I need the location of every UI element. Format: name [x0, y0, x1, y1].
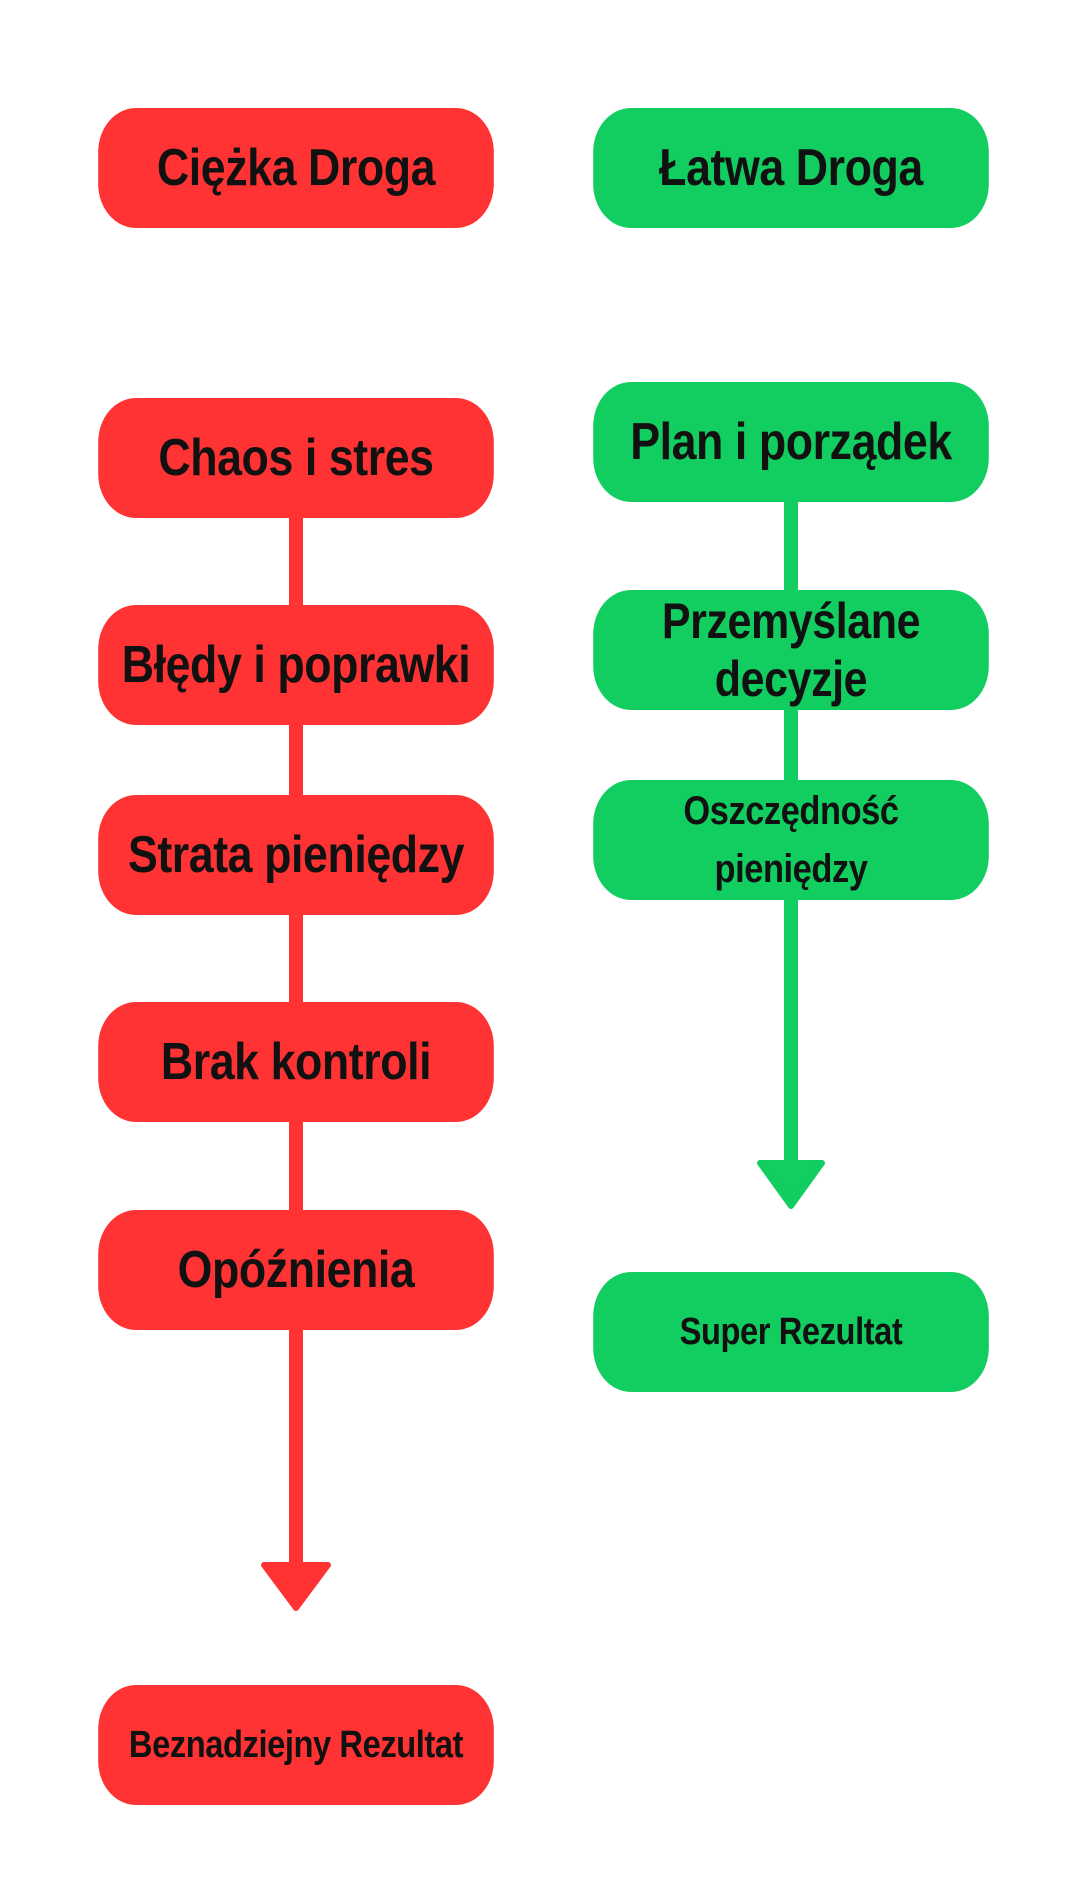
- easy-path-result: Super Rezultat: [593, 1272, 989, 1392]
- hard-path-step-text: Brak kontroli: [160, 1033, 432, 1091]
- hard-path-result: Beznadziejny Rezultat: [98, 1685, 494, 1805]
- hard-path-step-text: Chaos i stres: [158, 429, 434, 487]
- easy-path-arrowhead: [757, 1160, 825, 1209]
- easy-path-step-text: Oszczędność pieniędzy: [683, 789, 899, 891]
- hard-path-step-text: Opóźnienia: [177, 1241, 415, 1299]
- easy-path-title: Łatwa Droga: [593, 108, 989, 228]
- hard-path-step: Strata pieniędzy: [98, 795, 494, 915]
- easy-path-result-text: Super Rezultat: [679, 1310, 903, 1353]
- easy-path-title-text: Łatwa Droga: [659, 139, 923, 197]
- hard-path-step: Błędy i poprawki: [98, 605, 494, 725]
- hard-path-step: Brak kontroli: [98, 1002, 494, 1122]
- easy-path-step-text: Przemyślane decyzje: [661, 593, 921, 707]
- easy-path-step-text: Plan i porządek: [630, 413, 952, 471]
- hard-path-title-text: Ciężka Droga: [156, 139, 436, 197]
- easy-path-step: Przemyślane decyzje: [593, 590, 989, 710]
- hard-path-step-text: Błędy i poprawki: [121, 636, 471, 694]
- hard-path-result-text: Beznadziejny Rezultat: [128, 1723, 464, 1766]
- easy-path-step: Plan i porządek: [593, 382, 989, 502]
- hard-path-title: Ciężka Droga: [98, 108, 494, 228]
- hard-path-step: Opóźnienia: [98, 1210, 494, 1330]
- hard-path-step-text: Strata pieniędzy: [127, 826, 465, 884]
- hard-path-arrowhead: [261, 1562, 331, 1611]
- hard-path-step: Chaos i stres: [98, 398, 494, 518]
- easy-path-step: Oszczędność pieniędzy: [593, 780, 989, 900]
